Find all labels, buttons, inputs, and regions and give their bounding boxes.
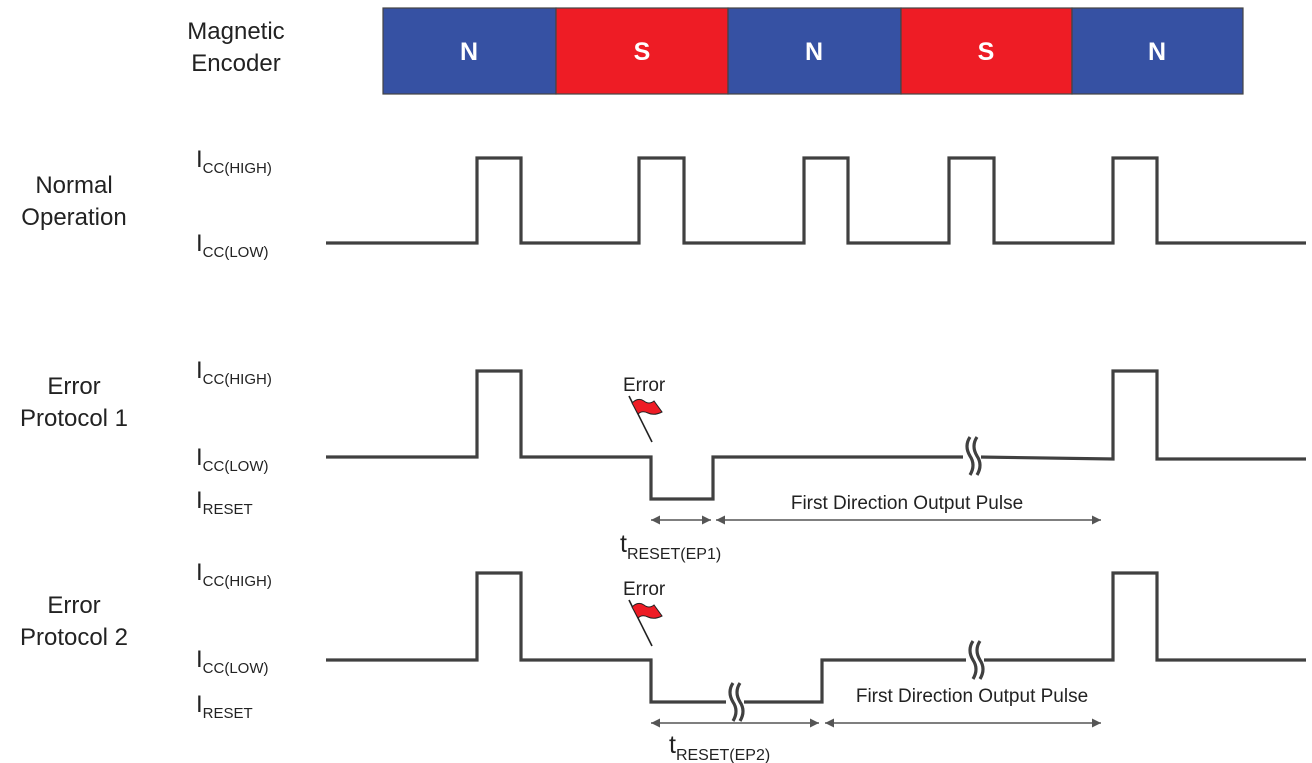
row-ep2-line2: Protocol 2 (20, 624, 128, 651)
encoder-strip: N S N S N (382, 7, 1244, 95)
level-icc-low-ep1: ICC(LOW) (196, 444, 269, 475)
encoder-pole-4 (900, 7, 1073, 95)
encoder-pole-5 (1071, 7, 1244, 95)
encoder-pole-4-label: S (978, 38, 995, 66)
t-reset-ep1-label: tRESET(EP1) (620, 530, 721, 563)
encoder-pole-5-label: N (1148, 38, 1166, 66)
row-ep1-line1: Error (47, 373, 100, 400)
first-pulse-label-ep1: First Direction Output Pulse (791, 493, 1023, 514)
waveform-ep2 (326, 571, 1306, 704)
encoder-pole-3-label: N (805, 38, 823, 66)
encoder-pole-1-label: N (460, 38, 478, 66)
encoder-pole-2-label: S (634, 38, 651, 66)
row-ep2-line1: Error (47, 592, 100, 619)
waveform-normal (326, 156, 1306, 245)
break-mark-ep2-reset (726, 682, 745, 722)
row-normal-line1: Normal (35, 172, 112, 199)
break-mark-ep1 (963, 436, 982, 476)
encoder-label-line2: Encoder (191, 50, 280, 77)
first-pulse-label-ep2: First Direction Output Pulse (856, 686, 1088, 707)
error-label-ep1: Error (623, 375, 666, 396)
error-label-ep2: Error (623, 579, 666, 600)
encoder-pole-1 (382, 7, 557, 95)
row-ep1-line2: Protocol 1 (20, 405, 128, 432)
encoder-pole-3 (727, 7, 902, 95)
t-reset-ep2-label: tRESET(EP2) (669, 731, 770, 763)
encoder-pole-2 (555, 7, 729, 95)
row-normal-line2: Operation (21, 204, 126, 231)
level-icc-high-normal: ICC(HIGH) (196, 146, 272, 177)
level-icc-high-ep2: ICC(HIGH) (196, 559, 272, 590)
encoder-label-line1: Magnetic (187, 18, 284, 45)
error-flag-icon (628, 599, 663, 647)
level-icc-high-ep1: ICC(HIGH) (196, 357, 272, 388)
waveform-ep1 (326, 369, 968, 501)
waveform-ep1-continued (977, 369, 1306, 461)
level-ireset-ep2: IRESET (196, 691, 253, 722)
break-mark-ep2-low (966, 640, 985, 680)
level-icc-low-ep2: ICC(LOW) (196, 646, 269, 677)
error-flag-icon (628, 395, 663, 443)
level-ireset-ep1: IRESET (196, 487, 253, 518)
level-icc-low-normal: ICC(LOW) (196, 230, 269, 261)
